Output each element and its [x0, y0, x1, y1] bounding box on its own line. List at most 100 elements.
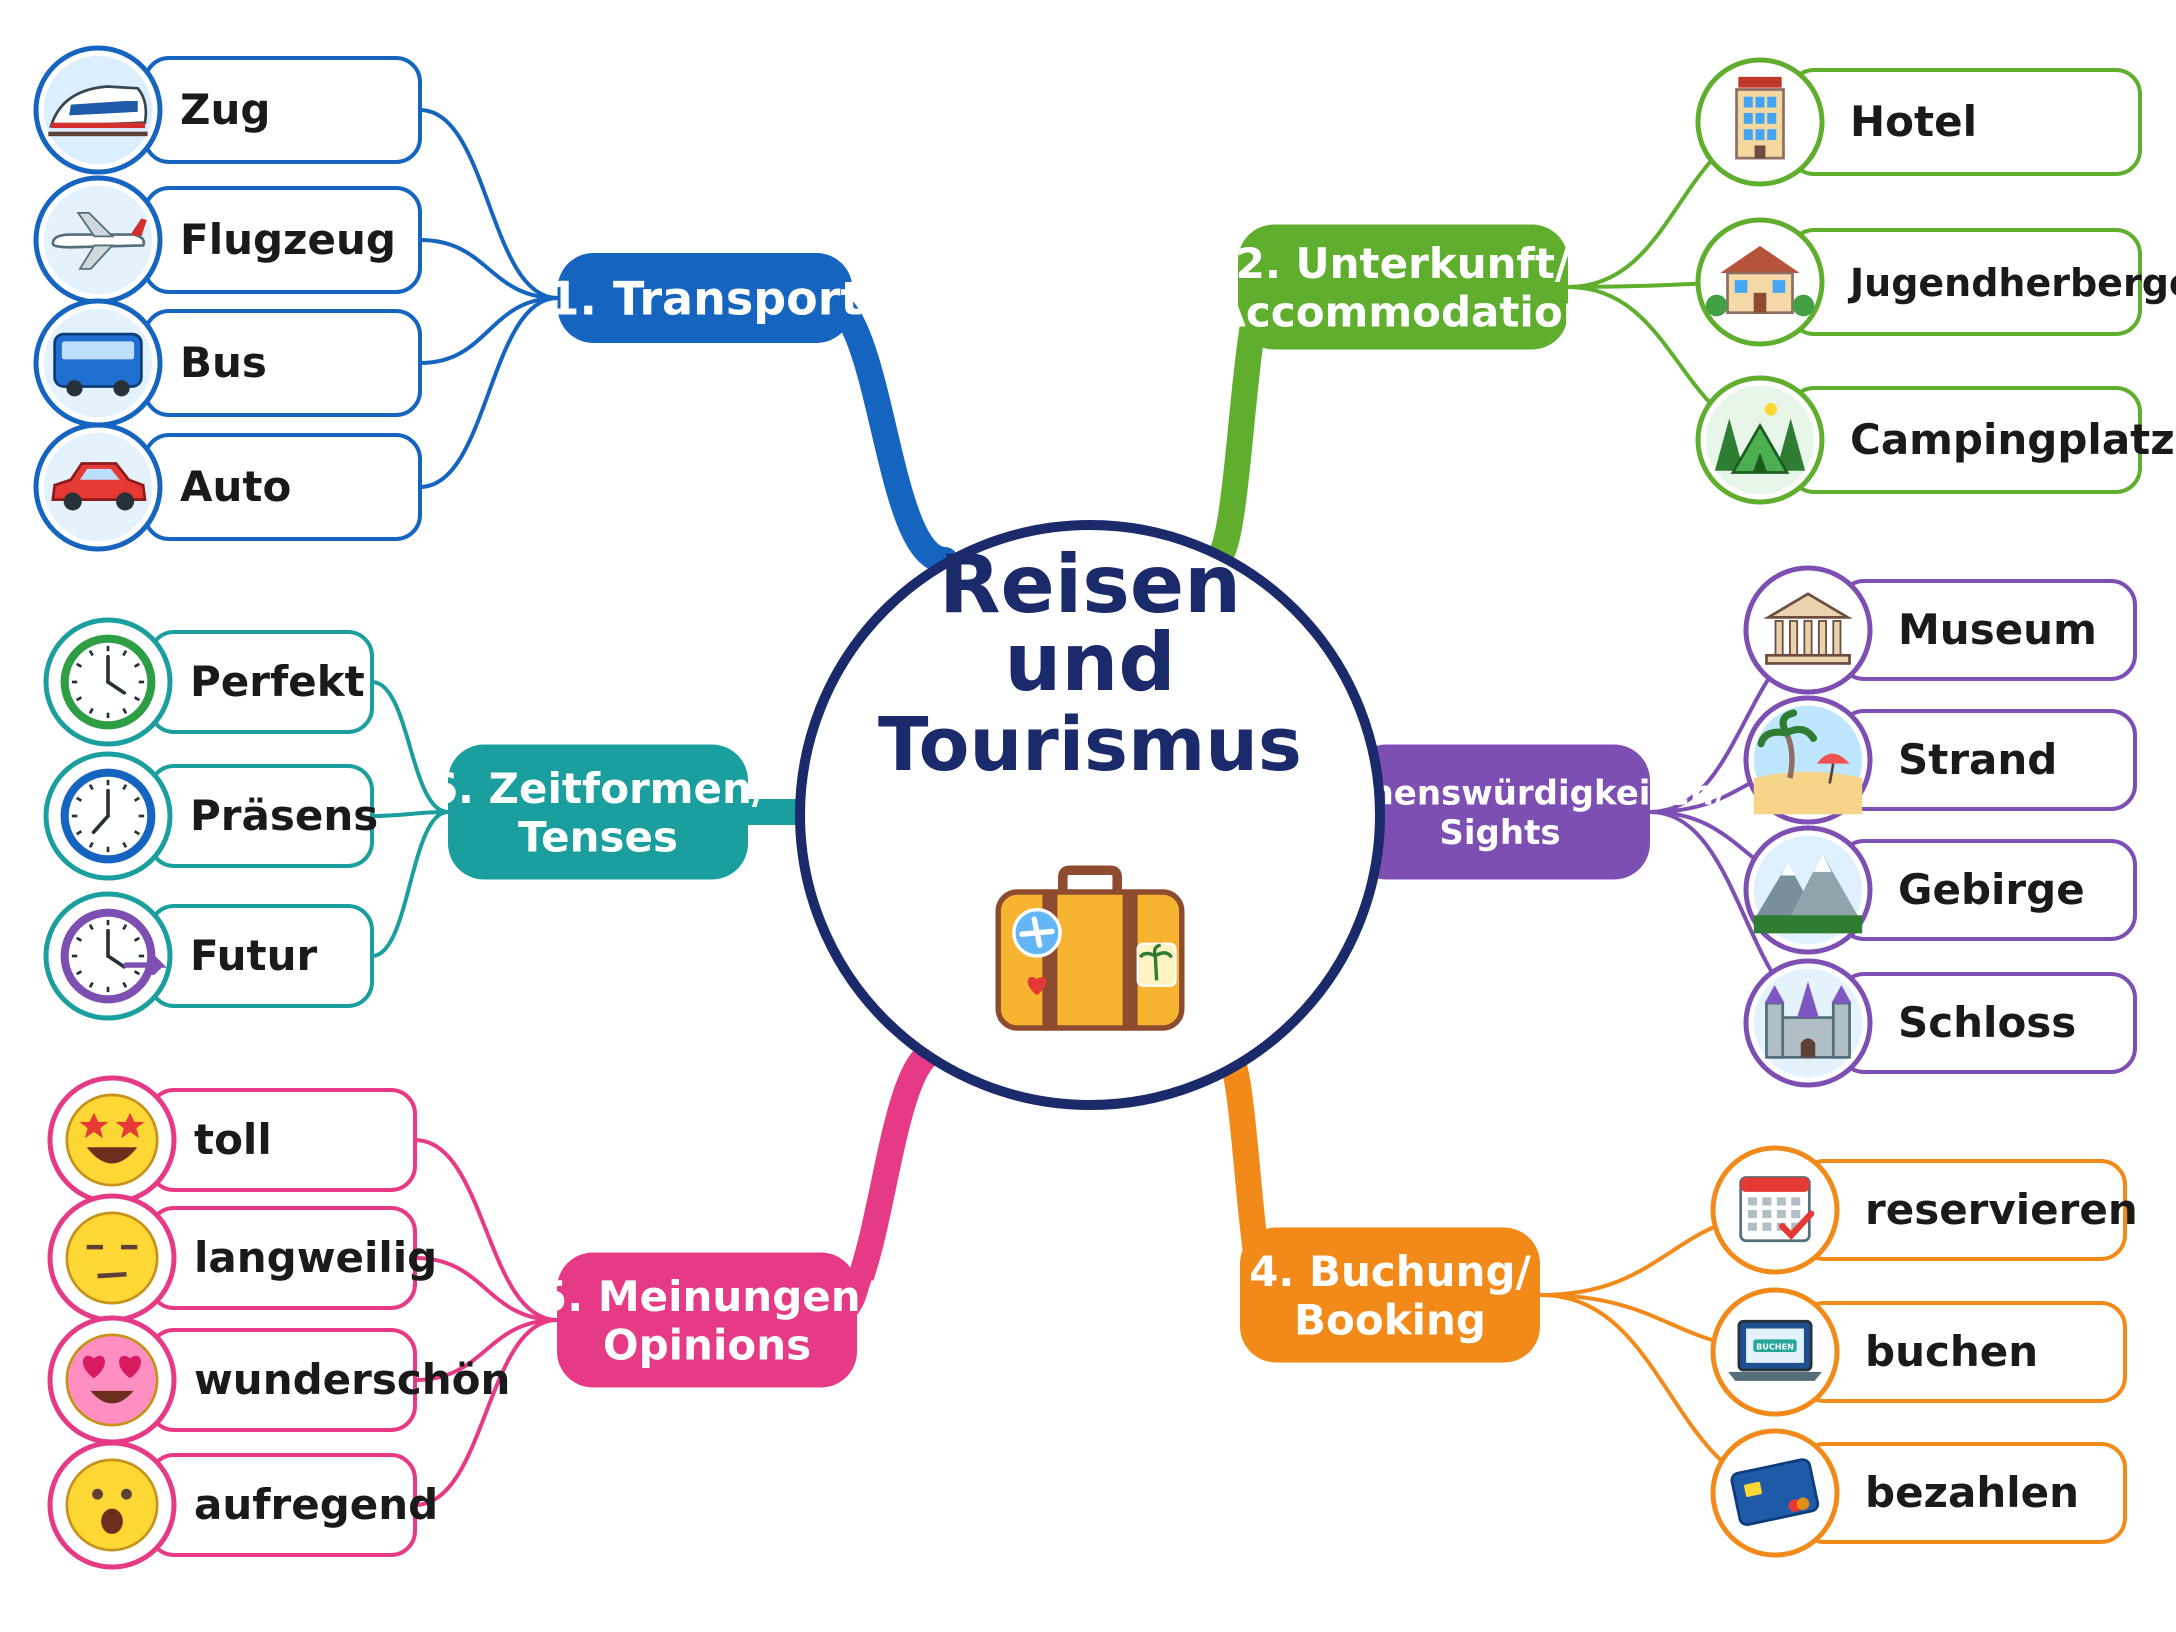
branch-transport-pill	[557, 253, 853, 343]
item-zug[interactable]: Zug	[33, 45, 422, 175]
branch-zeitformen-pill	[448, 744, 748, 880]
item-strand[interactable]: Strand	[1743, 695, 2137, 825]
item-label: Flugzeug	[180, 215, 396, 264]
branch-buchung-pill	[1240, 1227, 1540, 1363]
branch-transport-title-0: 1. Transport	[548, 272, 863, 326]
central-circle	[795, 520, 1385, 1110]
item-perfekt[interactable]: Perfekt	[43, 617, 374, 747]
connector-transport-3	[419, 296, 558, 489]
item-präsens[interactable]: Präsens	[43, 751, 378, 881]
branch-meinungen[interactable]: 5. Meinungen/Opinions	[538, 1252, 877, 1388]
train-icon	[43, 55, 153, 165]
heart-eyes-emoji-icon	[65, 1333, 159, 1427]
castle-icon	[1753, 968, 1863, 1078]
item-label: Strand	[1898, 735, 2057, 784]
item-gebirge[interactable]: Gebirge	[1743, 825, 2137, 955]
suitcase-icon	[995, 865, 1185, 1031]
connector-transport-2	[419, 296, 558, 365]
branch-transport[interactable]: 1. Transport	[548, 253, 863, 343]
item-museum[interactable]: Museum	[1743, 565, 2137, 695]
branch-zeitformen-title-0: 6. Zeitformen/	[429, 764, 768, 813]
connector-meinungen-2	[414, 1318, 558, 1382]
item-label: aufregend	[194, 1480, 438, 1529]
connector-meinungen-3	[414, 1318, 558, 1507]
branch-meinungen-title-1: Opinions	[603, 1320, 811, 1369]
bored-emoji-icon	[65, 1211, 159, 1305]
laptop-icon: BUCHEN	[1720, 1297, 1830, 1407]
branch-buchung-title-0: 4. Buchung/	[1249, 1247, 1531, 1296]
branch-zeitformen[interactable]: 6. Zeitformen/Tenses	[429, 744, 768, 880]
item-label: buchen	[1865, 1327, 2038, 1376]
item-label: Jugendherberge	[1847, 261, 2176, 305]
branch-sehenswuerdigkeiten-title-1: Sights	[1439, 813, 1560, 853]
branch-buchung-title-1: Booking	[1294, 1295, 1486, 1344]
bus-icon	[43, 308, 153, 418]
connector-transport-0	[419, 108, 558, 300]
central-title-line-2: Tourismus	[878, 702, 1302, 788]
item-auto[interactable]: Auto	[33, 422, 422, 552]
item-label: wunderschön	[194, 1355, 510, 1404]
item-label: toll	[194, 1115, 272, 1164]
clock-future-icon	[60, 908, 167, 1004]
item-label: reservieren	[1865, 1185, 2138, 1234]
item-label: Schloss	[1898, 998, 2076, 1047]
item-bezahlen[interactable]: bezahlen	[1710, 1428, 2127, 1558]
laptop-screen-label: BUCHEN	[1756, 1341, 1794, 1351]
branch-unterkunft-pill	[1238, 224, 1568, 350]
item-label: Zug	[180, 85, 270, 134]
connector-zeitformen-0	[371, 680, 449, 814]
excited-emoji-icon	[65, 1458, 159, 1552]
branch-zeitformen-title-1: Tenses	[518, 812, 678, 861]
item-bus[interactable]: Bus	[33, 298, 422, 428]
item-toll[interactable]: toll	[47, 1075, 417, 1205]
item-hotel[interactable]: Hotel	[1695, 57, 2142, 187]
item-label: Hotel	[1850, 97, 1977, 146]
central-title-line-0: Reisen	[939, 538, 1241, 631]
airplane-icon	[43, 185, 153, 295]
item-jugendherberge[interactable]: Jugendherberge	[1695, 217, 2176, 347]
item-label: Gebirge	[1898, 865, 2085, 914]
item-schloss[interactable]: Schloss	[1743, 958, 2137, 1088]
item-campingplatz[interactable]: Campingplatz	[1695, 375, 2175, 505]
beach-icon	[1753, 705, 1863, 815]
branch-unterkunft[interactable]: 2. Unterkunft/Accommodation	[1213, 224, 1593, 350]
item-reservieren[interactable]: reservieren	[1710, 1145, 2138, 1275]
branch-meinungen-pill	[557, 1252, 857, 1388]
item-label: langweilig	[194, 1233, 437, 1282]
central-title-line-1: und	[1004, 616, 1175, 709]
credit-card-icon	[1720, 1438, 1830, 1548]
hotel-icon	[1705, 67, 1815, 177]
car-icon	[43, 432, 153, 542]
clock-past-icon	[60, 634, 156, 730]
item-langweilig[interactable]: langweilig	[47, 1193, 437, 1323]
item-wunderschön[interactable]: wunderschön	[47, 1315, 510, 1445]
connector-transport-1	[419, 238, 558, 300]
item-aufregend[interactable]: aufregend	[47, 1440, 438, 1570]
branch-unterkunft-title-1: Accommodation	[1213, 287, 1592, 336]
connector-zeitformen-1	[371, 810, 449, 818]
branch-buchung[interactable]: 4. Buchung/Booking	[1240, 1227, 1540, 1363]
item-flugzeug[interactable]: Flugzeug	[33, 175, 422, 305]
item-futur[interactable]: Futur	[43, 891, 374, 1021]
item-buchen[interactable]: BUCHEN buchen	[1710, 1287, 2127, 1417]
item-label: Campingplatz	[1850, 415, 2175, 464]
branch-unterkunft-title-0: 2. Unterkunft/	[1236, 239, 1571, 288]
branch-meinungen-title-0: 5. Meinungen/	[538, 1272, 877, 1321]
clock-present-icon	[60, 768, 156, 864]
item-label: Futur	[190, 931, 317, 980]
item-label: Präsens	[190, 791, 378, 840]
item-label: bezahlen	[1865, 1468, 2079, 1517]
star-eyes-emoji-icon	[65, 1093, 159, 1187]
calendar-check-icon	[1720, 1155, 1830, 1265]
tent-icon	[1705, 385, 1815, 495]
item-label: Museum	[1898, 605, 2097, 654]
item-label: Bus	[180, 338, 267, 387]
museum-icon	[1753, 575, 1863, 685]
branch-sehenswuerdigkeiten-pill	[1350, 744, 1650, 880]
trunk-transport	[809, 285, 958, 573]
item-label: Perfekt	[190, 657, 365, 706]
connector-meinungen-0	[414, 1138, 558, 1322]
mountains-icon	[1753, 835, 1863, 945]
connector-zeitformen-2	[371, 810, 449, 958]
